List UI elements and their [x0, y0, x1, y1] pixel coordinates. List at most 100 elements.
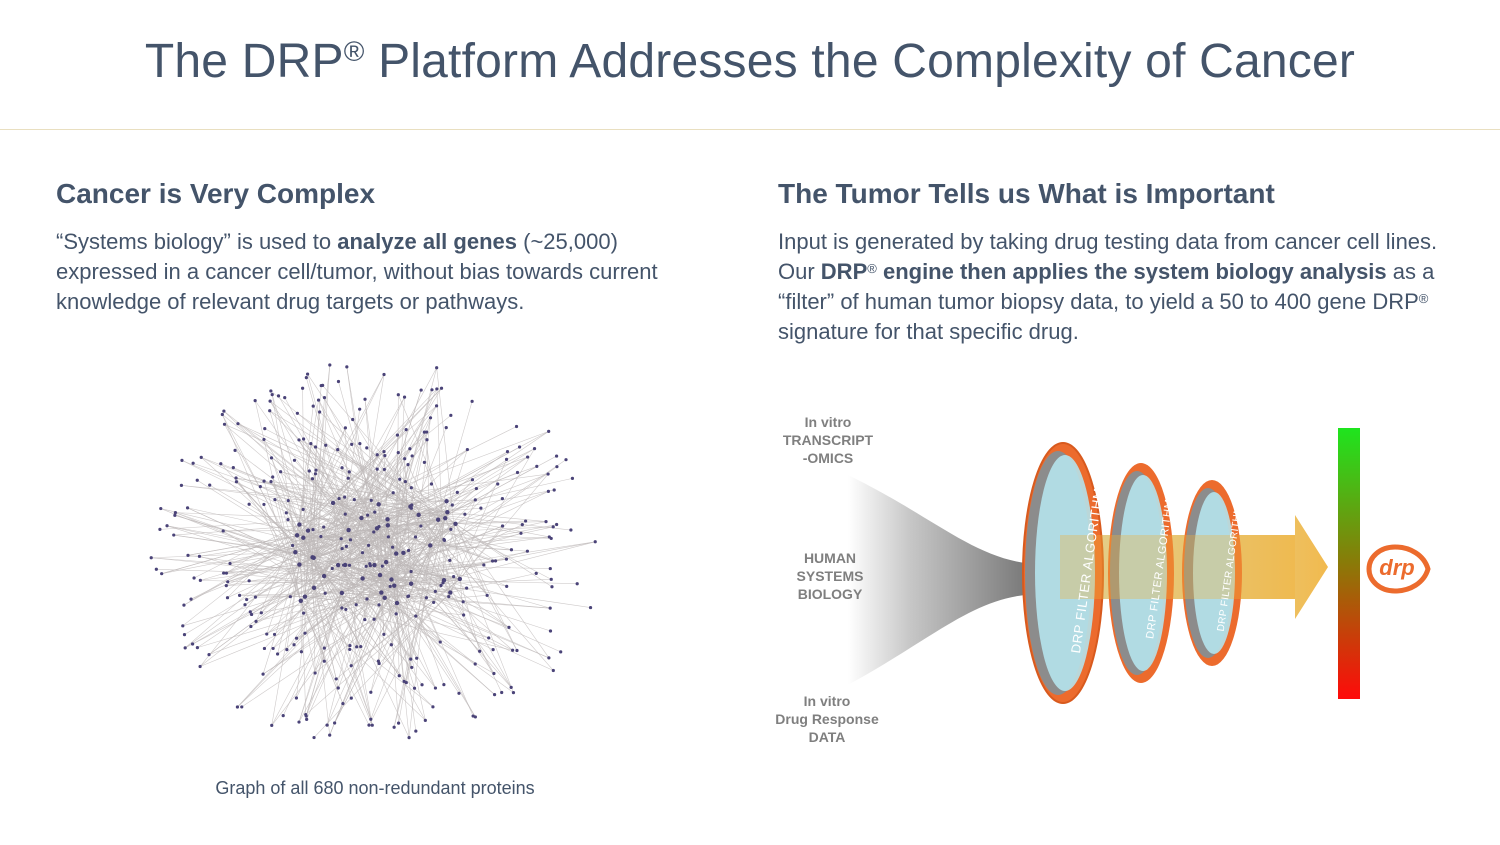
network-node — [457, 691, 461, 695]
network-node — [295, 411, 299, 415]
network-node — [366, 543, 371, 547]
network-node — [292, 643, 296, 647]
network-node — [379, 590, 384, 595]
network-node — [453, 521, 458, 527]
filter-disc-2 — [1108, 463, 1174, 683]
network-node — [439, 386, 444, 390]
network-node — [263, 426, 267, 431]
network-node — [304, 714, 308, 718]
network-node — [473, 498, 477, 502]
network-node — [395, 433, 400, 437]
network-node — [438, 640, 442, 644]
network-node — [220, 412, 224, 417]
network-node — [197, 554, 202, 558]
network-node — [402, 395, 407, 399]
network-node — [409, 657, 413, 661]
network-node — [343, 512, 347, 516]
network-node — [294, 533, 300, 538]
network-node — [160, 572, 164, 576]
network-caption: Graph of all 680 non-redundant proteins — [215, 778, 535, 798]
network-node — [340, 546, 344, 551]
network-node — [347, 563, 352, 567]
network-node — [455, 490, 459, 494]
network-node — [447, 595, 451, 599]
network-node — [490, 559, 495, 563]
network-node — [235, 705, 240, 709]
network-node — [297, 562, 302, 567]
network-node — [520, 523, 524, 527]
network-node — [258, 485, 262, 489]
network-node — [149, 556, 153, 560]
network-node — [159, 506, 163, 511]
network-node — [413, 535, 418, 539]
network-node — [363, 617, 367, 622]
network-node — [337, 496, 341, 501]
network-node — [304, 376, 308, 380]
network-node — [311, 528, 315, 532]
network-node — [372, 617, 376, 621]
network-node — [547, 656, 551, 660]
network-node — [425, 430, 429, 434]
network-node — [555, 465, 559, 469]
network-node — [279, 470, 283, 474]
network-node — [419, 524, 423, 528]
network-node — [322, 396, 327, 400]
network-node — [367, 723, 371, 727]
network-node — [236, 422, 240, 426]
network-node — [375, 453, 379, 457]
network-node — [259, 611, 263, 615]
network-node — [441, 581, 445, 585]
network-node — [312, 735, 316, 740]
drp-logo-text: drp — [1379, 555, 1415, 580]
network-node — [294, 636, 299, 640]
network-node — [369, 690, 373, 694]
network-node — [382, 632, 386, 636]
network-node — [298, 598, 304, 603]
filter-disc-3 — [1182, 480, 1242, 666]
network-node — [311, 404, 315, 408]
network-node — [500, 690, 504, 695]
network-node — [262, 437, 266, 442]
network-node — [341, 701, 345, 706]
network-node — [286, 498, 290, 503]
network-node — [473, 662, 477, 666]
network-node — [478, 649, 482, 653]
network-node — [297, 720, 301, 724]
network-node — [346, 476, 350, 480]
network-node — [240, 705, 244, 709]
filter-disc-1 — [1022, 442, 1104, 704]
network-node — [283, 396, 287, 400]
network-node — [439, 583, 443, 588]
network-node — [544, 519, 548, 524]
network-node — [396, 393, 400, 397]
network-node — [449, 527, 453, 531]
network-node — [461, 600, 465, 604]
network-node — [364, 564, 368, 568]
network-node — [385, 523, 391, 528]
network-node — [463, 512, 467, 516]
network-node — [288, 595, 292, 599]
network-node — [311, 585, 317, 590]
network-node — [358, 407, 362, 411]
network-node — [305, 372, 310, 376]
network-node — [322, 646, 326, 650]
network-node — [368, 562, 372, 566]
right-heading: The Tumor Tells us What is Important — [778, 178, 1275, 209]
network-node — [409, 569, 413, 574]
network-node — [198, 664, 202, 669]
network-node — [491, 648, 495, 652]
network-node — [328, 733, 332, 737]
network-node — [208, 483, 212, 487]
network-node — [550, 585, 554, 589]
network-node — [185, 506, 190, 510]
left-column: Cancer is Very Complex “Systems biology”… — [56, 178, 716, 317]
network-node — [344, 607, 348, 612]
network-node — [195, 478, 199, 482]
network-node — [271, 646, 275, 651]
network-node — [435, 517, 441, 522]
network-node — [237, 593, 242, 597]
network-node — [253, 399, 257, 403]
network-node — [344, 544, 349, 548]
